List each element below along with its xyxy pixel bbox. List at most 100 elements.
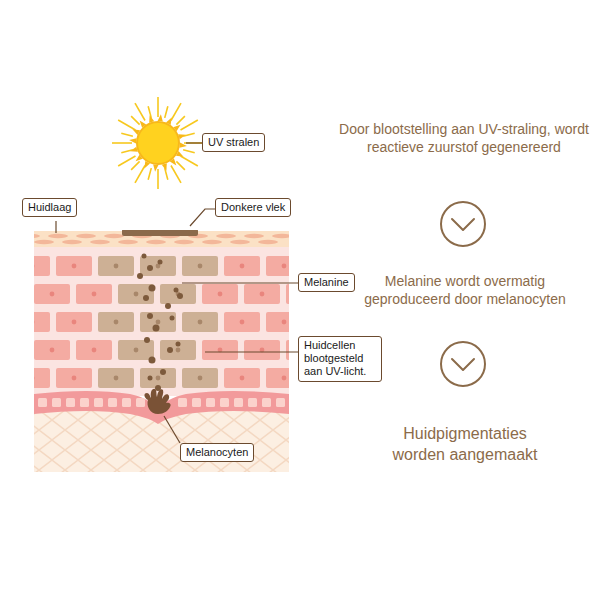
skin-cell — [34, 340, 70, 360]
sun — [112, 97, 204, 189]
melanin-granule — [149, 285, 156, 292]
dark-spot — [122, 230, 198, 236]
sun-spike — [129, 138, 136, 143]
sun-ray — [183, 150, 195, 153]
cell-nucleus — [156, 376, 161, 381]
sun-ray — [181, 156, 198, 166]
cell-nucleus — [282, 264, 287, 269]
melanin-granule — [137, 273, 143, 279]
basal-cell — [220, 398, 229, 407]
sun-ray — [176, 161, 184, 169]
skin-cell — [98, 312, 134, 332]
cell-nucleus — [240, 264, 245, 269]
sun-ray — [135, 103, 145, 120]
cell-nucleus — [92, 292, 97, 297]
melanin-granule — [148, 376, 153, 381]
basal-cell — [262, 398, 271, 407]
cell-nucleus — [282, 376, 287, 381]
skin-cell — [202, 284, 238, 304]
sun-ray — [165, 106, 168, 118]
callout-text: Huidlaag — [28, 201, 71, 214]
melanin-granule — [147, 265, 153, 271]
melanin-granule — [153, 325, 160, 332]
melanin-granule — [143, 295, 149, 301]
sun-ray — [121, 133, 133, 136]
surface-cell — [118, 240, 138, 244]
skin-cell — [118, 284, 154, 304]
skin-cell — [224, 256, 260, 276]
chevron — [452, 359, 474, 370]
leader-line — [205, 351, 298, 352]
cell-nucleus — [240, 320, 245, 325]
surface-cell — [174, 240, 194, 244]
skin-cell — [34, 256, 50, 276]
cell-nucleus — [240, 376, 245, 381]
cell-nucleus — [72, 264, 77, 269]
sun-ray — [181, 120, 198, 130]
skin-cell — [76, 284, 112, 304]
sun-ray — [171, 166, 181, 183]
cell-nucleus — [156, 320, 161, 325]
melanin-granule — [167, 347, 173, 353]
skin-cell — [140, 312, 176, 332]
skin-cell — [56, 368, 92, 388]
sun-ray — [131, 161, 139, 169]
sun-spike — [179, 143, 186, 148]
skin-cell — [160, 340, 196, 360]
cell-nucleus — [114, 264, 119, 269]
cell-nucleus — [50, 348, 55, 353]
leader-lines — [56, 143, 298, 443]
callout-text: UV stralen — [208, 136, 259, 149]
sun-ray — [157, 169, 159, 189]
surface-cell — [146, 240, 166, 244]
skin-cell — [224, 312, 260, 332]
leader-line — [182, 282, 298, 283]
skin-cell — [266, 312, 289, 332]
basal-cell — [80, 398, 89, 407]
step-text: Melanine wordt overmatig geproduceerd do… — [349, 272, 581, 308]
callout-box: UV stralen — [202, 133, 265, 152]
sun-ray — [157, 97, 159, 117]
cell-nucleus — [134, 348, 139, 353]
melanin-granule — [160, 369, 166, 375]
skin-cell — [266, 368, 289, 388]
surface-cell — [76, 234, 96, 238]
callout-box: Huidlaag — [22, 198, 77, 217]
skin-cell — [98, 368, 134, 388]
melanin-granule — [147, 313, 153, 319]
skin-cell — [118, 340, 154, 360]
cell-nucleus — [34, 264, 35, 269]
cell-nucleus — [92, 348, 97, 353]
callout-box: Huidcellen blootgesteld aan UV-licht. — [298, 336, 382, 382]
basal-cell — [66, 398, 75, 407]
surface-cell — [62, 240, 82, 244]
cell-nucleus — [260, 292, 265, 297]
melanocyte — [144, 389, 170, 414]
basal-cell — [248, 398, 257, 407]
basal-cell — [52, 398, 61, 407]
chevron-circle — [441, 342, 485, 386]
sun-ray — [176, 116, 184, 124]
skin-cell — [224, 368, 260, 388]
cell-nucleus — [114, 376, 119, 381]
basal-cell — [122, 398, 131, 407]
skin-cell — [244, 340, 280, 360]
basal-cell — [94, 398, 103, 407]
surface-cell — [34, 234, 40, 238]
surface-cell — [90, 240, 110, 244]
sun-spike — [153, 164, 158, 171]
step-text: Huidpigmentaties worden aangemaakt — [380, 424, 550, 466]
sun-ray — [118, 120, 135, 130]
skin-cell — [182, 368, 218, 388]
skin-cell — [160, 284, 196, 304]
surface-cell — [34, 240, 54, 244]
cell-nucleus — [198, 376, 203, 381]
melanin-granule — [174, 288, 179, 293]
skin-cell — [266, 256, 289, 276]
skin-cell — [182, 256, 218, 276]
surface-cell — [272, 234, 289, 238]
surface-cell — [202, 240, 222, 244]
callout-text: Huidcellen blootgesteld aan UV-licht. — [304, 339, 376, 379]
surface-cell — [216, 234, 236, 238]
callout-box: Donkere vlek — [215, 198, 291, 217]
